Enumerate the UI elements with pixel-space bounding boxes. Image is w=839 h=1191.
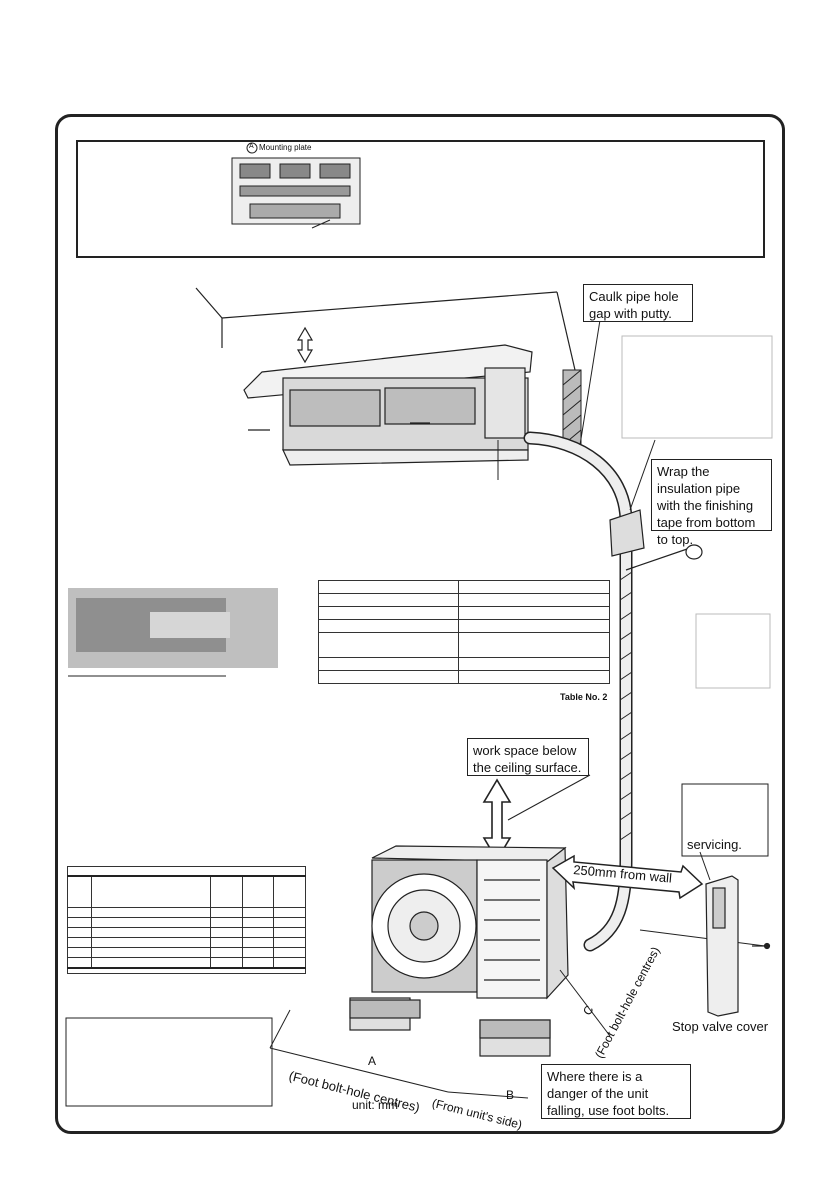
- stop-valve-cover-label: Stop valve cover: [672, 1019, 769, 1034]
- marker-letter: A: [249, 143, 254, 150]
- page-frame: [55, 114, 785, 1134]
- indoor-unit: [243, 344, 533, 466]
- unit-label: unit: mm: [352, 1098, 399, 1112]
- table-1: [67, 866, 306, 974]
- dimension-b: B: [506, 1088, 515, 1102]
- wrap-callout: Wrap the insulation pipe with the finish…: [651, 459, 772, 547]
- caulk-callout: Caulk pipe hole gap with putty.: [583, 284, 693, 322]
- stop-valve-cover-drawing: [705, 875, 771, 1017]
- mounting-plate-drawing: [231, 157, 361, 229]
- workspace-callout: work space below the ceiling surface.: [467, 738, 589, 776]
- dimension-lines: [269, 969, 611, 1099]
- dimension-a: A: [368, 1054, 377, 1068]
- wall-clearance-arrow: [551, 854, 704, 900]
- leader-lines: [497, 319, 766, 947]
- tape-wrap: [619, 571, 633, 841]
- table-2: [318, 580, 611, 684]
- pipe-clamp: [609, 509, 703, 571]
- outdoor-unit: [349, 845, 569, 1057]
- foot-bolts-callout: Where there is a danger of the unit fall…: [541, 1064, 691, 1119]
- mounting-plate-panel: [76, 140, 765, 258]
- faded-boxes: [65, 335, 773, 1107]
- drain-photo: [68, 588, 278, 677]
- room-lines: [195, 287, 576, 371]
- table-2-label: Table No. 2: [560, 692, 608, 702]
- mounting-plate-label: Mounting plate: [259, 143, 312, 152]
- ceiling-clearance-arrow: [296, 326, 314, 364]
- marker-circle: [246, 142, 258, 154]
- servicing-callout: servicing.: [687, 837, 742, 852]
- wall-section: [562, 369, 582, 446]
